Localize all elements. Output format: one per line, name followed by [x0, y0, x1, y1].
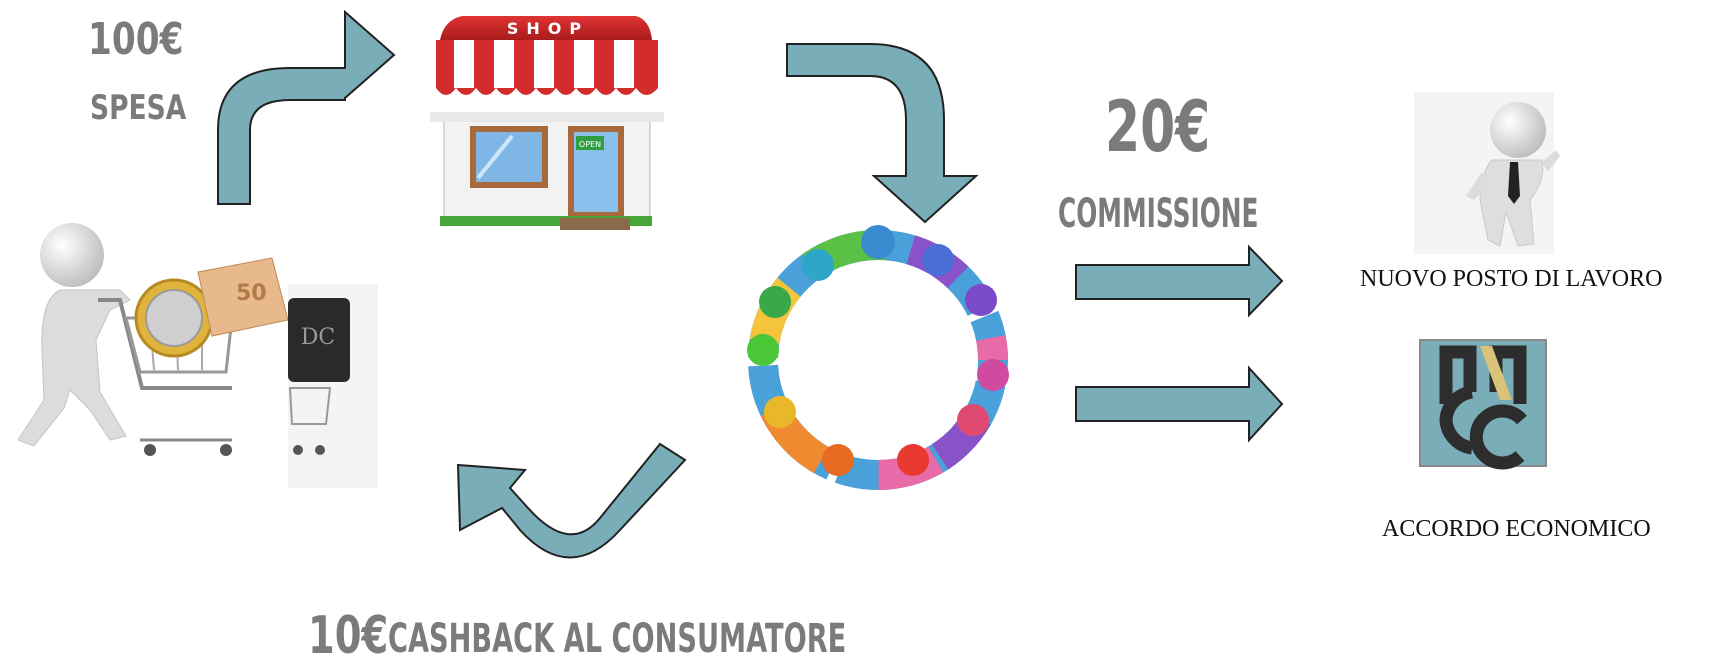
arrow-cashback	[456, 442, 687, 559]
arrow-consumer-to-shop	[217, 9, 396, 205]
cashback-amount: 10€	[308, 606, 389, 666]
spend-label: SPESA	[90, 88, 187, 128]
cashback-label: CASHBACK AL CONSUMATORE	[388, 616, 847, 662]
outcome-agreement-label: ACCORDO ECONOMICO	[1382, 516, 1651, 542]
svg-text:50: 50	[236, 281, 267, 306]
commission-label: COMMISSIONE	[1058, 191, 1259, 237]
open-sign-text: OPEN	[579, 140, 601, 149]
commission-amount: 20€	[1105, 86, 1211, 168]
job-person-icon	[1414, 92, 1560, 254]
shop-icon: SHOP OPEN	[430, 16, 664, 230]
arrow-to-job	[1075, 244, 1284, 318]
shop-sign-text: SHOP	[507, 19, 589, 38]
arrow-to-agreement	[1075, 365, 1284, 443]
outcome-job-label: NUOVO POSTO DI LAVORO	[1360, 266, 1663, 292]
agreement-logo-icon	[1419, 339, 1547, 470]
consumer-cart-icon: 50 DC	[17, 223, 378, 488]
arrow-shop-to-network	[786, 43, 979, 224]
community-network-icon	[747, 225, 1009, 490]
card-logo-text: DC	[301, 325, 335, 350]
spend-amount: 100€	[88, 14, 184, 65]
